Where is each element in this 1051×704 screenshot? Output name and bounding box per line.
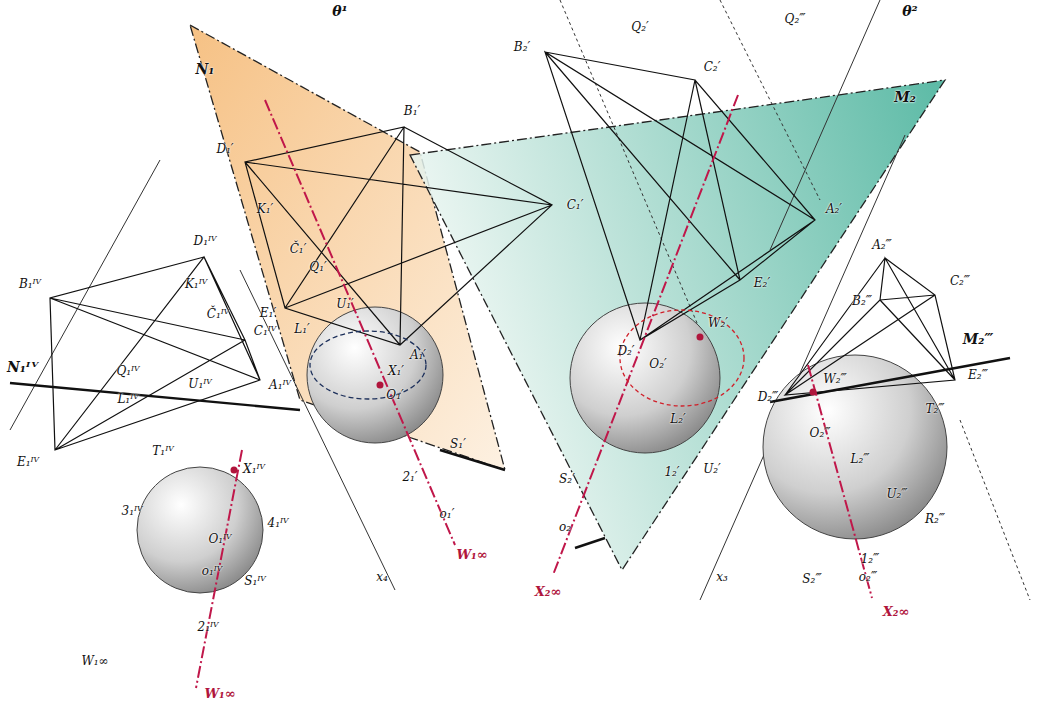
point-label: o₂‴ <box>859 571 877 584</box>
axis-label: X₂∞ <box>883 605 910 619</box>
axis-line <box>196 95 872 688</box>
point-label: x₄ <box>376 571 388 584</box>
point-label: L₂′ <box>670 413 686 426</box>
point-label: C₂‴ <box>950 275 970 288</box>
trace-lines <box>10 358 1010 548</box>
point-label: E₁ᴵⱽ <box>17 456 39 469</box>
sphere <box>137 467 263 593</box>
point-label: B₂‴ <box>852 295 872 308</box>
point-label: S₁′ <box>450 438 466 451</box>
point-label: x₃ <box>716 571 728 584</box>
point-label: Q₁ᴵⱽ <box>116 365 139 378</box>
point-label: E₂′ <box>754 277 770 290</box>
point-label: R₂‴ <box>925 513 945 526</box>
tetrahedron-edges <box>50 52 955 450</box>
point-label: W₂‴ <box>823 373 846 386</box>
point-label: S₂‴ <box>802 573 821 586</box>
point-label: 2₁ᴵⱽ <box>198 621 219 634</box>
point-label: D₂′ <box>617 345 634 358</box>
axis-label: W₁∞ <box>204 687 235 701</box>
point-label: 1₂′ <box>664 466 679 479</box>
construction-lines <box>10 0 1030 600</box>
point-label: θ² <box>902 4 917 19</box>
sphere <box>307 307 443 443</box>
point-label: U₂‴ <box>886 488 907 501</box>
point-label: Č₁ᴵⱽ <box>207 308 229 321</box>
point-marks <box>231 334 817 474</box>
point-label: Q₂‴ <box>785 13 806 26</box>
point-label: C₁ᴵⱽ <box>254 325 276 338</box>
point-label: E₁′ <box>260 307 276 320</box>
point-label: O₁ᴵⱽ <box>208 533 231 546</box>
point-label: Č₁′ <box>290 243 307 256</box>
point-label: A₁′ <box>410 349 426 362</box>
point-label: U₂′ <box>703 463 721 476</box>
axis-label: X₂∞ <box>535 585 562 599</box>
section-ellipse <box>620 310 744 406</box>
point-label: D₁′ <box>216 143 233 156</box>
point-label: U₁′ <box>336 298 354 311</box>
point-label: Q₂′ <box>631 21 648 34</box>
point-label: W₁∞ <box>81 655 108 668</box>
point-label: E₂‴ <box>968 369 988 382</box>
point-label: N₁ <box>196 62 215 77</box>
point-label: D₁ᴵⱽ <box>194 235 217 248</box>
point-label: T₁ᴵⱽ <box>152 445 173 458</box>
point-label: T₂‴ <box>925 403 944 416</box>
point-label: Q₁′ <box>309 261 326 274</box>
point-label: 4₁ᴵⱽ <box>268 517 289 530</box>
point-label: O₂′ <box>649 358 666 371</box>
point-label: B₁ᴵⱽ <box>19 278 41 291</box>
point-label: B₂′ <box>514 41 530 54</box>
point-label: S₁ᴵⱽ <box>244 575 265 588</box>
point-label: U₁ᴵⱽ <box>188 378 211 391</box>
point-label: A₂‴ <box>872 239 892 252</box>
axis-label: W₁∞ <box>456 548 487 562</box>
point-label: C₂′ <box>704 61 721 74</box>
point-label: K₁ᴵⱽ <box>185 278 207 291</box>
point-label: K₁′ <box>257 203 274 216</box>
point-label: 3₁ᴵⱽ <box>122 505 143 518</box>
point-label: A₂′ <box>826 203 842 216</box>
point-label: L₁ᴵⱽ <box>117 393 138 406</box>
section-ellipse <box>310 331 426 399</box>
point-label: θ¹ <box>332 4 347 19</box>
point-label: X₁′ <box>388 365 404 378</box>
point-label: X₁ᴵⱽ <box>243 463 265 476</box>
point-label: O₁′ <box>386 389 403 402</box>
point-label: o₁ᴵⱽ <box>202 565 222 578</box>
point-label: L₁′ <box>294 323 310 336</box>
point-label: C₁′ <box>567 199 584 212</box>
point-label: M₂‴ <box>963 332 993 347</box>
point-label: L₂‴ <box>850 453 869 466</box>
point-label: o₂ <box>559 521 571 534</box>
sphere <box>570 303 720 453</box>
point-label: 1₂‴ <box>861 553 880 566</box>
point-label: B₁′ <box>404 105 420 118</box>
point-label: D₂‴ <box>758 391 779 404</box>
point-label: S₂′ <box>559 473 575 486</box>
point-label: 2₁′ <box>402 471 417 484</box>
point-label: o₁′ <box>440 508 455 521</box>
point-label: M₂ <box>894 90 916 105</box>
point-label: W₂′ <box>708 317 728 330</box>
point-label: O₂‴ <box>810 427 831 440</box>
point-label: N₁ᴵⱽ <box>7 360 37 375</box>
point-label: A₁ᴵⱽ <box>269 379 291 392</box>
